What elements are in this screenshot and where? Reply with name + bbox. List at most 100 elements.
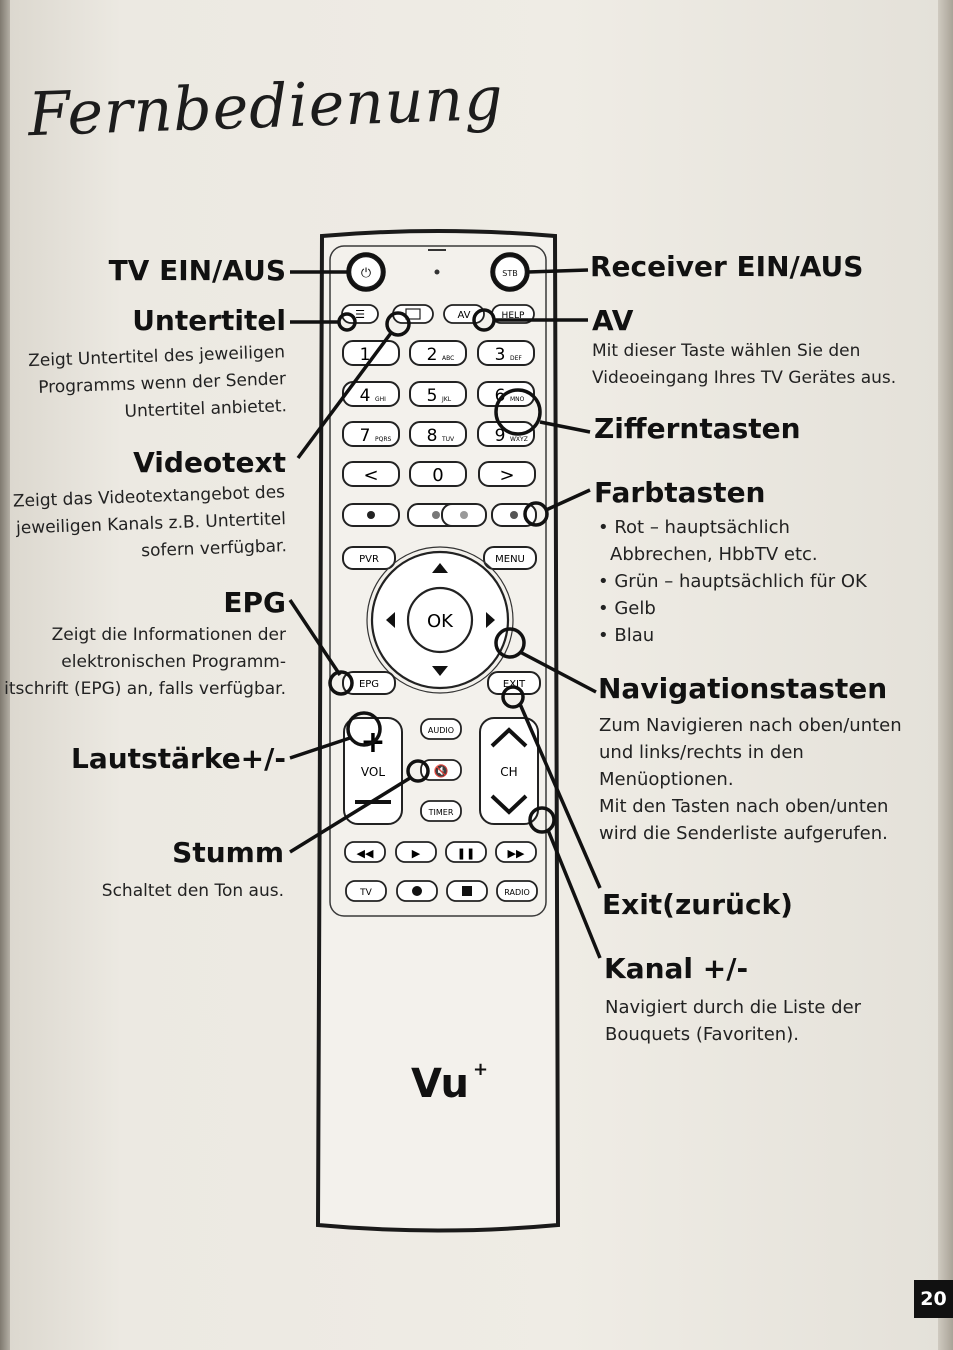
digit-button-3 — [477, 340, 535, 366]
label-tv-power: TV EIN/AUS — [108, 254, 286, 287]
digit-label: 6 — [495, 386, 506, 406]
desc-av: Mit dieser Taste wählen Sie den Videoein… — [592, 338, 932, 392]
desc-mute: Schaltet den Ton aus. — [40, 878, 284, 905]
nav-ring-outer — [366, 546, 514, 694]
tv-power-button: ⏻ — [348, 254, 384, 290]
digit-label: 1 — [360, 345, 371, 365]
label-channel: Kanal +/- — [604, 952, 749, 985]
desc-line: itschrift (EPG) an, falls verfügbar. — [4, 679, 286, 699]
rewind-button — [344, 841, 386, 863]
ok-button — [406, 586, 474, 654]
digit-button-9 — [477, 421, 535, 447]
digit-button-7 — [342, 421, 400, 447]
zero-button — [409, 461, 467, 487]
radio-button — [496, 880, 538, 902]
label-av: AV — [592, 304, 634, 337]
forward-icon: ▶▶ — [508, 847, 525, 860]
label-exit: Exit(zurück) — [602, 888, 793, 921]
av-button-label: AV — [457, 310, 470, 321]
desc-line: Mit den Tasten nach oben/unten — [599, 796, 889, 817]
next-button — [478, 461, 536, 487]
epg-button — [342, 671, 396, 695]
desc-line: und links/rechts in den — [599, 742, 804, 763]
channel-down-icon — [490, 794, 528, 815]
label-epg: EPG — [223, 586, 286, 619]
desc-line: Bouquets (Favoriten). — [605, 1024, 799, 1045]
label-colors: Farbtasten — [594, 476, 766, 509]
label-digits: Zifferntasten — [594, 412, 801, 445]
audio-button — [420, 718, 462, 740]
led-dot — [434, 269, 440, 275]
radio-button-label: RADIO — [504, 888, 530, 897]
label-mute: Stumm — [172, 836, 284, 869]
digit-label: 4 — [360, 386, 371, 406]
desc-line: Videoeingang Ihres TV Gerätes aus. — [592, 368, 897, 388]
digit-button-5 — [409, 381, 467, 407]
nav-up-icon — [432, 563, 448, 573]
play-icon: ▶ — [412, 847, 421, 860]
brand-logo-plus: + — [473, 1059, 488, 1080]
digit-label: 7 — [360, 426, 371, 446]
label-videotext: Videotext — [133, 446, 286, 479]
pause-button — [445, 841, 487, 863]
next-button-label: > — [499, 465, 514, 486]
timer-button — [420, 800, 462, 822]
page-edge-right — [938, 0, 953, 1350]
digit-letters: JKL — [441, 396, 452, 403]
nav-left-icon — [386, 612, 395, 628]
power-icon: ⏻ — [361, 266, 371, 281]
page-number: 20 — [914, 1280, 953, 1318]
callout-lines — [288, 252, 602, 959]
help-button-label: HELP — [502, 311, 525, 321]
digit-letters: MNO — [510, 396, 525, 403]
pvr-button — [342, 546, 396, 570]
desc-navigation: Zum Navigieren nach oben/unten und links… — [599, 712, 939, 847]
digit-letters: PQRS — [375, 436, 392, 443]
ok-button-label: OK — [427, 611, 454, 632]
desc-line: Schaltet den Ton aus. — [101, 881, 284, 901]
digit-label: 2 — [427, 345, 438, 365]
mute-icon: 🔇 — [434, 764, 449, 778]
label-navigation: Navigationstasten — [598, 672, 888, 705]
desc-line: • Gelb — [598, 598, 656, 619]
digit-letters: DEF — [510, 355, 522, 362]
desc-line: Zum Navigieren nach oben/unten — [599, 715, 902, 736]
desc-colors: • Rot – hauptsächlich Abbrechen, HbbTV e… — [598, 514, 928, 649]
prev-button — [342, 461, 400, 487]
digit-label: 8 — [427, 426, 438, 446]
tv-button — [345, 880, 387, 902]
audio-button-label: AUDIO — [428, 726, 454, 735]
desc-line: Abbrechen, HbbTV etc. — [610, 544, 818, 565]
zero-button-label: 0 — [432, 465, 443, 486]
mute-button — [420, 759, 462, 781]
label-volume: Lautstärke+/- — [71, 742, 286, 775]
desc-line: wird die Senderliste aufgerufen. — [599, 823, 888, 844]
digit-label: 9 — [495, 426, 506, 446]
digit-button-4 — [342, 381, 400, 407]
digit-label: 3 — [495, 345, 506, 365]
channel-up-icon — [490, 727, 528, 748]
nav-right-icon — [486, 612, 495, 628]
digit-letters: WXYZ — [510, 436, 528, 443]
desc-line: Zeigt die Informationen der — [51, 625, 286, 645]
epg-button-label: EPG — [359, 679, 379, 690]
digit-button-8 — [409, 421, 467, 447]
prev-button-label: < — [363, 465, 378, 486]
color-buttons — [342, 503, 537, 527]
stb-label: STB — [502, 269, 517, 278]
videotext-icon — [405, 308, 421, 320]
desc-line: • Rot – hauptsächlich — [598, 517, 790, 538]
button-panel-outline — [329, 245, 547, 917]
label-subtitle: Untertitel — [132, 304, 286, 337]
menu-button-label: MENU — [495, 554, 525, 565]
digit-button-2 — [409, 340, 467, 366]
bottom-row: TV RADIO — [345, 880, 538, 902]
nav-down-icon — [432, 666, 448, 676]
transport-row: ◀◀ ▶ ❚❚ ▶▶ — [344, 841, 537, 863]
desc-line: Navigiert durch die Liste der — [605, 997, 862, 1018]
record-icon — [412, 886, 422, 896]
desc-line: • Blau — [598, 625, 655, 646]
